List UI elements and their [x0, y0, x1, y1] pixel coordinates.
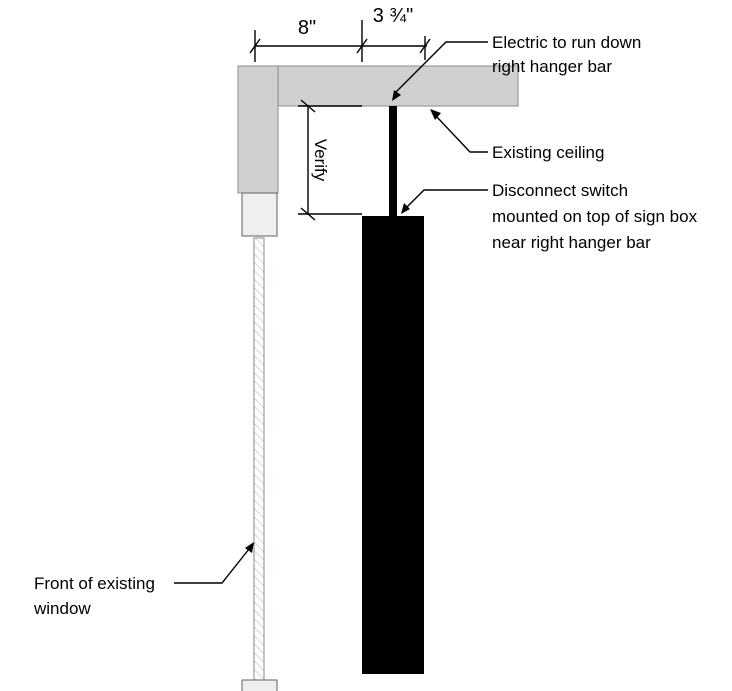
electric-label-line2: right hanger bar: [492, 57, 612, 76]
electric-label-line1: Electric to run down: [492, 33, 641, 52]
window-glass: [253, 237, 265, 681]
window-label-line1: Front of existing: [34, 574, 155, 593]
ceiling-label: Existing ceiling: [492, 143, 604, 162]
switch-label-line2: mounted on top of sign box: [492, 207, 698, 226]
window-frame-bottom: [241, 679, 278, 691]
dimension-8-inch: 8": [298, 17, 316, 39]
callout-ceiling: Existing ceiling: [430, 109, 604, 162]
header-column: [237, 65, 279, 194]
window-label-line2: window: [33, 599, 91, 618]
arrowhead: [401, 203, 410, 214]
switch-label-line1: Disconnect switch: [492, 181, 628, 200]
arrowhead: [392, 90, 401, 101]
sign-box: [362, 216, 424, 674]
callout-switch: Disconnect switch mounted on top of sign…: [401, 181, 698, 252]
arrowhead: [430, 109, 441, 120]
callout-window: Front of existing window: [33, 542, 254, 618]
dimension-verify: Verify: [298, 99, 362, 221]
dimension-width: 8" 3 ¾": [249, 5, 431, 62]
switch-label-line3: near right hanger bar: [492, 233, 651, 252]
arrowhead: [245, 542, 254, 553]
dimension-3-3-4-inch: 3 ¾": [373, 5, 413, 27]
verify-label: Verify: [311, 139, 330, 182]
existing-ceiling: [277, 65, 519, 107]
right-hanger-bar: [389, 106, 397, 216]
window-frame-top: [241, 192, 278, 237]
callout-electric: Electric to run down right hanger bar: [392, 33, 641, 101]
